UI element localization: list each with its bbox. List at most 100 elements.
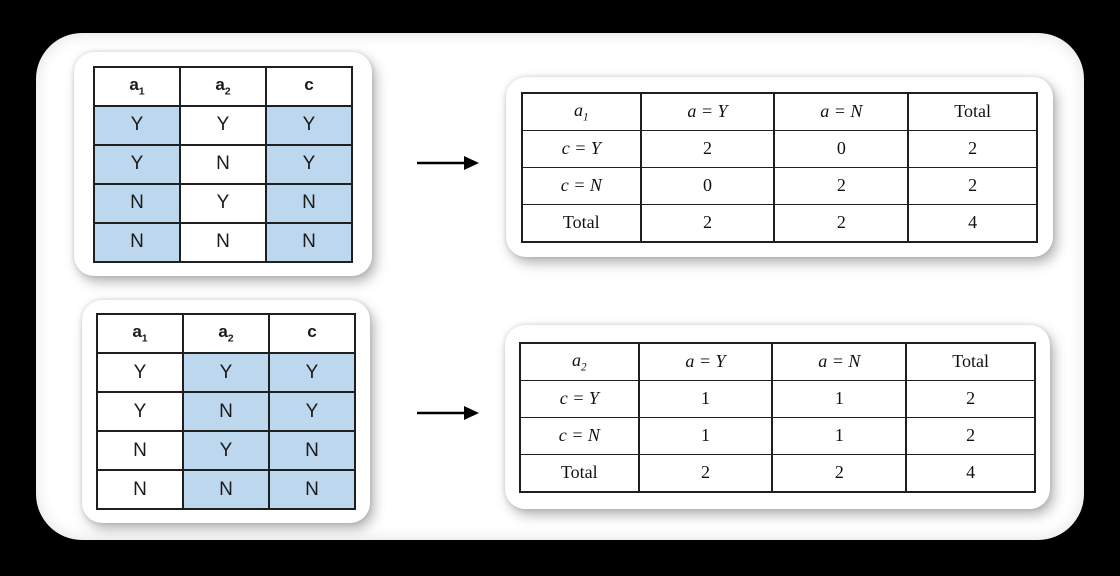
count-cell: 2 <box>637 453 774 492</box>
count-cell: 2 <box>773 203 910 242</box>
raw-cell: Y <box>265 104 353 146</box>
raw-data-table-2: a1 a2 c Y Y Y Y N Y N Y <box>96 313 356 510</box>
arrow-right-icon <box>416 154 480 172</box>
table-row: c = Y 2 0 2 <box>521 129 1038 168</box>
raw-cell: N <box>265 221 353 263</box>
column-header-a2: a2 <box>182 313 270 354</box>
contingency-table-card-1: a1 a = Y a = N Total c = Y 2 0 2 c = N 0… <box>506 77 1053 257</box>
count-cell: 2 <box>905 379 1036 418</box>
raw-cell: Y <box>268 352 356 393</box>
raw-cell: Y <box>179 104 267 146</box>
raw-cell: N <box>179 221 267 263</box>
corner-base: a <box>574 99 583 120</box>
table-row: N N N <box>93 221 353 263</box>
table-row: c = Y 1 1 2 <box>519 379 1036 418</box>
raw-cell: N <box>268 430 356 471</box>
column-header: a = N <box>771 342 908 381</box>
table-row: Y Y Y <box>96 352 356 393</box>
raw-cell: Y <box>93 104 181 146</box>
count-cell: 2 <box>771 453 908 492</box>
raw-cell: Y <box>179 182 267 224</box>
arrow-right-icon <box>416 404 480 422</box>
row-label: c = N <box>521 166 642 205</box>
corner-header-a1: a1 <box>521 92 642 131</box>
row-label: c = Y <box>521 129 642 168</box>
header-base: a <box>215 74 225 94</box>
table-row: Total 2 2 4 <box>519 453 1036 492</box>
row-label-total: Total <box>521 203 642 242</box>
column-header-a2: a2 <box>179 65 267 107</box>
corner-subscript: 1 <box>583 111 589 124</box>
raw-cell: Y <box>182 430 270 471</box>
count-cell: 1 <box>771 379 908 418</box>
count-cell: 4 <box>905 453 1036 492</box>
column-header-c: c <box>268 313 356 354</box>
count-cell: 1 <box>637 379 774 418</box>
column-header-c: c <box>265 65 353 107</box>
header-row: a1 a2 c <box>96 313 356 354</box>
raw-cell: N <box>179 143 267 185</box>
count-cell: 2 <box>773 166 910 205</box>
header-row: a1 a = Y a = N Total <box>521 92 1038 131</box>
header-base: a <box>218 322 228 342</box>
count-cell: 2 <box>639 203 776 242</box>
count-cell: 2 <box>907 129 1038 168</box>
count-cell: 1 <box>637 416 774 455</box>
header-subscript: 1 <box>141 332 148 345</box>
header-subscript: 2 <box>224 85 231 98</box>
header-base: a <box>132 322 142 342</box>
header-base: a <box>129 74 139 94</box>
raw-cell: Y <box>182 352 270 393</box>
raw-cell: N <box>93 182 181 224</box>
raw-cell: Y <box>96 391 184 432</box>
header-subscript: 1 <box>138 85 145 98</box>
raw-cell: N <box>96 430 184 471</box>
table-row: Total 2 2 4 <box>521 203 1038 242</box>
count-cell: 2 <box>905 416 1036 455</box>
row-label: c = Y <box>519 379 640 418</box>
table-row: Y Y Y <box>93 104 353 146</box>
raw-cell: N <box>268 469 356 510</box>
header-row: a1 a2 c <box>93 65 353 107</box>
raw-cell: N <box>182 469 270 510</box>
raw-cell: N <box>93 221 181 263</box>
corner-subscript: 2 <box>581 361 587 374</box>
raw-cell: Y <box>96 352 184 393</box>
contingency-table-2: a2 a = Y a = N Total c = Y 1 1 2 c = N 1… <box>519 341 1036 493</box>
table-row: Y N Y <box>96 391 356 432</box>
column-header-total: Total <box>905 342 1036 381</box>
count-cell: 0 <box>773 129 910 168</box>
column-header-a1: a1 <box>93 65 181 107</box>
column-header-a1: a1 <box>96 313 184 354</box>
column-header-total: Total <box>907 92 1038 131</box>
raw-cell: Y <box>93 143 181 185</box>
header-subscript: 2 <box>227 332 234 345</box>
raw-table-card-1: a1 a2 c Y Y Y Y N Y N Y <box>74 52 372 276</box>
raw-table-card-2: a1 a2 c Y Y Y Y N Y N Y <box>82 300 370 523</box>
count-cell: 0 <box>639 166 776 205</box>
raw-data-table-1: a1 a2 c Y Y Y Y N Y N Y <box>93 65 353 263</box>
raw-cell: N <box>182 391 270 432</box>
corner-header-a2: a2 <box>519 342 640 381</box>
header-base: c <box>307 322 317 342</box>
count-cell: 1 <box>771 416 908 455</box>
count-cell: 2 <box>639 129 776 168</box>
table-row: c = N 0 2 2 <box>521 166 1038 205</box>
raw-cell: N <box>265 182 353 224</box>
table-row: N Y N <box>96 430 356 471</box>
column-header: a = N <box>773 92 910 131</box>
raw-cell: Y <box>265 143 353 185</box>
contingency-table-card-2: a2 a = Y a = N Total c = Y 1 1 2 c = N 1… <box>505 325 1050 509</box>
contingency-table-1: a1 a = Y a = N Total c = Y 2 0 2 c = N 0… <box>521 91 1038 243</box>
table-row: c = N 1 1 2 <box>519 416 1036 455</box>
table-row: N N N <box>96 469 356 510</box>
table-row: N Y N <box>93 182 353 224</box>
raw-cell: Y <box>268 391 356 432</box>
count-cell: 4 <box>907 203 1038 242</box>
header-base: c <box>304 74 314 94</box>
table-row: Y N Y <box>93 143 353 185</box>
row-label-total: Total <box>519 453 640 492</box>
row-label: c = N <box>519 416 640 455</box>
column-header: a = Y <box>639 92 776 131</box>
